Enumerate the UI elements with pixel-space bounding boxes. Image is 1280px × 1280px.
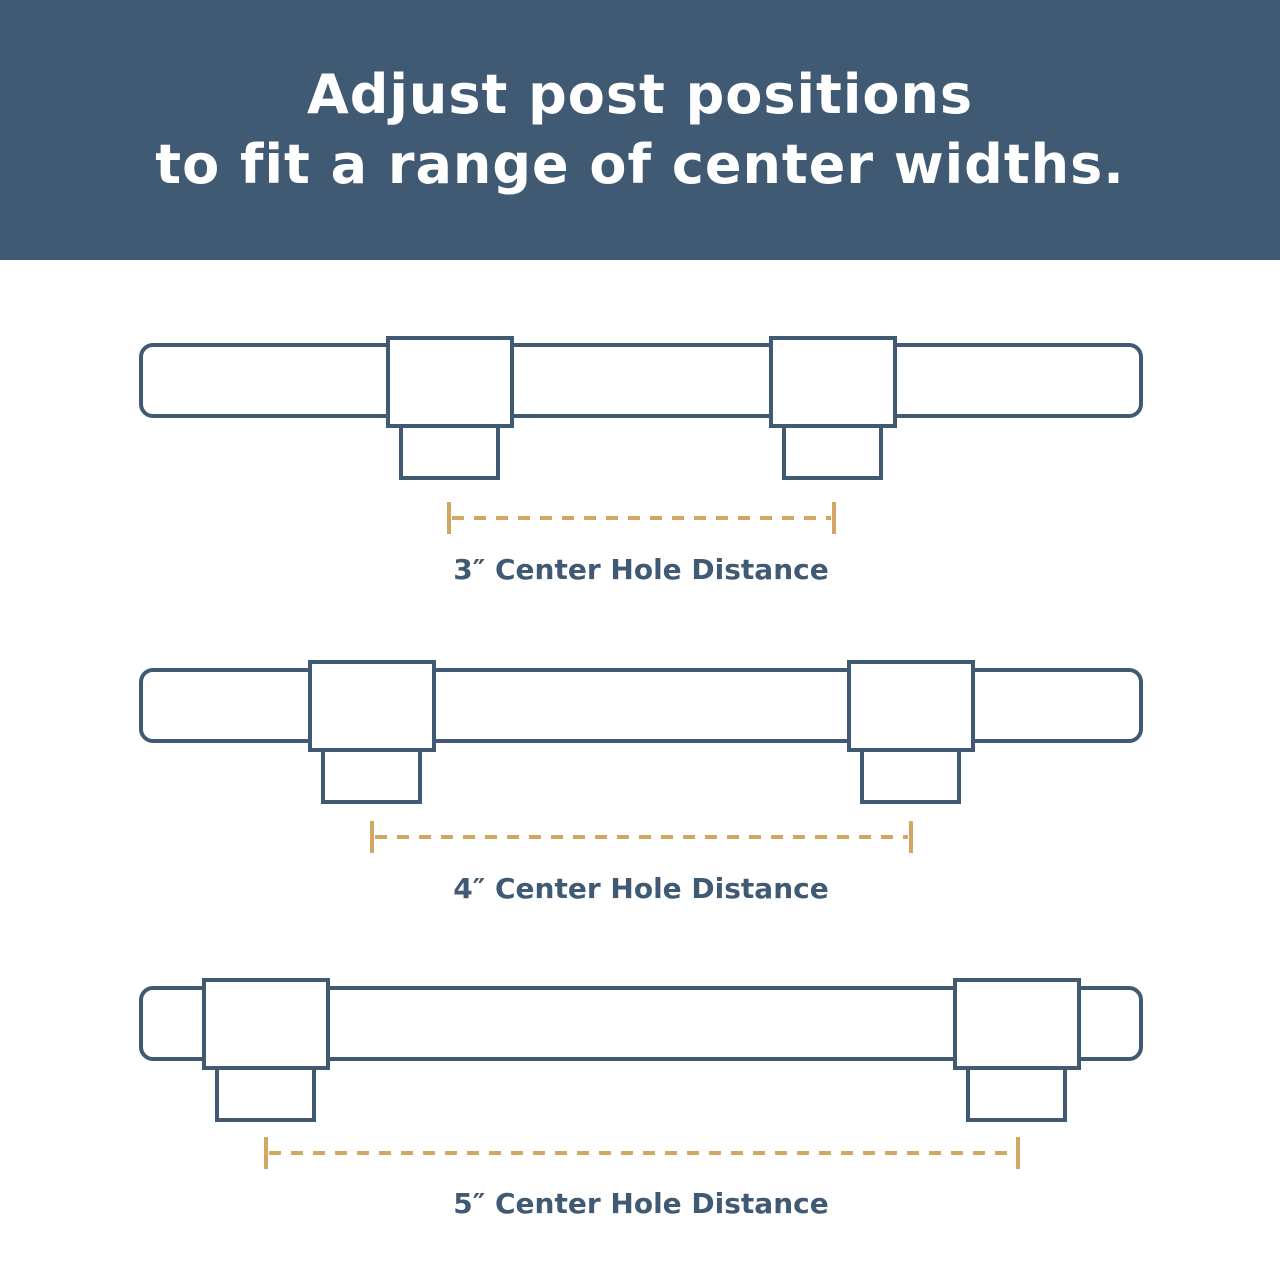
- handle-bar: [139, 343, 1143, 418]
- measurement-line: [264, 1137, 1020, 1169]
- post-stem-left: [321, 747, 422, 804]
- post-block-right: [769, 336, 897, 428]
- post-block-left: [202, 978, 330, 1070]
- handle-4-inch: 4″ Center Hole Distance: [139, 660, 1143, 905]
- title-line-2: to fit a range of center widths.: [155, 133, 1125, 196]
- handle-5-inch: 5″ Center Hole Distance: [139, 978, 1143, 1220]
- post-stem-left: [215, 1065, 316, 1122]
- distance-caption: 5″ Center Hole Distance: [453, 1187, 828, 1220]
- post-stem-right: [782, 423, 883, 480]
- handle-bar: [139, 668, 1143, 743]
- post-block-right: [953, 978, 1081, 1070]
- distance-caption: 3″ Center Hole Distance: [453, 553, 828, 586]
- title-line-1: Adjust post positions: [306, 63, 974, 126]
- post-stem-left: [399, 423, 500, 480]
- measurement-line: [447, 502, 836, 534]
- title-banner: Adjust post positions to fit a range of …: [0, 0, 1280, 260]
- distance-caption: 4″ Center Hole Distance: [453, 872, 828, 905]
- handle-bar: [139, 986, 1143, 1061]
- post-stem-right: [860, 747, 961, 804]
- measurement-line: [370, 821, 913, 853]
- post-stem-right: [966, 1065, 1067, 1122]
- post-block-right: [847, 660, 975, 752]
- post-block-left: [386, 336, 514, 428]
- post-block-left: [308, 660, 436, 752]
- handle-3-inch: 3″ Center Hole Distance: [139, 336, 1143, 586]
